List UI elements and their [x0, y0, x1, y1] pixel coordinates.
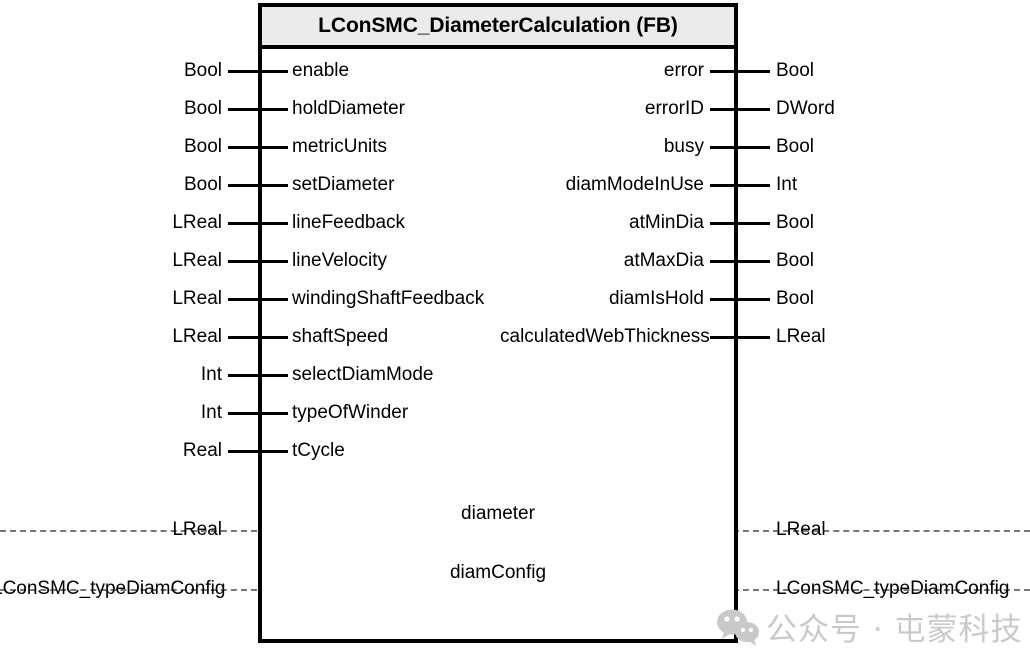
input-stub-holdDiameter [228, 108, 288, 111]
watermark: 公众号 · 屯蒙科技 [716, 604, 1023, 649]
input-stub-lineVelocity [228, 260, 288, 263]
output-stub-diamModeInUse [710, 184, 770, 187]
output-stub-busy [710, 146, 770, 149]
input-label-lineVelocity: lineVelocity [292, 250, 388, 271]
output-type-errorID: DWord [776, 98, 835, 119]
output-stub-atMaxDia [710, 260, 770, 263]
input-label-holdDiameter: holdDiameter [292, 98, 405, 119]
output-type-diamModeInUse: Int [776, 174, 798, 195]
input-type-lineVelocity: LReal [172, 250, 222, 271]
input-type-windingShaftFeedback: LReal [172, 288, 222, 309]
output-type-error: Bool [776, 60, 815, 81]
inout-type-left-diameter: LReal [172, 519, 222, 540]
inout-label-diamConfig: diamConfig [449, 562, 547, 583]
output-label-atMaxDia: atMaxDia [623, 250, 704, 271]
output-type-busy: Bool [776, 136, 815, 157]
function-block-body[interactable]: LConSMC_DiameterCalculation (FB) [258, 3, 738, 643]
input-label-metricUnits: metricUnits [292, 136, 388, 157]
inout-type-left-diamConfig: LConSMC_typeDiamConfig [0, 578, 226, 599]
input-stub-windingShaftFeedback [228, 298, 288, 301]
output-stub-error [710, 70, 770, 73]
output-stub-diamIsHold [710, 298, 770, 301]
input-type-enable: Bool [183, 60, 222, 81]
output-label-diamModeInUse: diamModeInUse [565, 174, 704, 195]
function-block-title: LConSMC_DiameterCalculation (FB) [262, 7, 734, 49]
input-label-enable: enable [292, 60, 350, 81]
input-stub-enable [228, 70, 288, 73]
input-label-windingShaftFeedback: windingShaftFeedback [292, 288, 485, 309]
input-label-tCycle: tCycle [292, 440, 345, 461]
input-label-typeOfWinder: typeOfWinder [292, 402, 409, 423]
input-type-lineFeedback: LReal [172, 212, 222, 233]
input-label-lineFeedback: lineFeedback [292, 212, 406, 233]
output-label-busy: busy [663, 136, 704, 157]
input-type-setDiameter: Bool [183, 174, 222, 195]
input-stub-setDiameter [228, 184, 288, 187]
output-label-errorID: errorID [644, 98, 704, 119]
output-type-calculatedWebThickness: LReal [776, 326, 826, 347]
input-stub-typeOfWinder [228, 412, 288, 415]
input-stub-metricUnits [228, 146, 288, 149]
input-label-shaftSpeed: shaftSpeed [292, 326, 389, 347]
output-stub-errorID [710, 108, 770, 111]
input-stub-selectDiamMode [228, 374, 288, 377]
inout-label-diameter: diameter [461, 503, 535, 524]
output-stub-atMinDia [710, 222, 770, 225]
input-label-selectDiamMode: selectDiamMode [292, 364, 434, 385]
output-label-calculatedWebThickness: calculatedWebThickness [500, 326, 710, 347]
watermark-text: 公众号 · 屯蒙科技 [766, 612, 1023, 648]
input-stub-shaftSpeed [228, 336, 288, 339]
input-stub-lineFeedback [228, 222, 288, 225]
input-type-tCycle: Real [182, 440, 222, 461]
input-type-selectDiamMode: Int [200, 364, 222, 385]
output-stub-calculatedWebThickness [710, 336, 770, 339]
output-label-diamIsHold: diamIsHold [608, 288, 704, 309]
output-type-atMinDia: Bool [776, 212, 815, 233]
output-type-diamIsHold: Bool [776, 288, 815, 309]
output-label-error: error [663, 60, 704, 81]
inout-type-right-diamConfig: LConSMC_typeDiamConfig [776, 578, 1010, 599]
output-type-atMaxDia: Bool [776, 250, 815, 271]
output-label-atMinDia: atMinDia [629, 212, 704, 233]
input-stub-tCycle [228, 450, 288, 453]
inout-type-right-diameter: LReal [776, 519, 826, 540]
input-type-shaftSpeed: LReal [172, 326, 222, 347]
input-label-setDiameter: setDiameter [292, 174, 395, 195]
input-type-metricUnits: Bool [183, 136, 222, 157]
input-type-holdDiameter: Bool [183, 98, 222, 119]
input-type-typeOfWinder: Int [200, 402, 222, 423]
